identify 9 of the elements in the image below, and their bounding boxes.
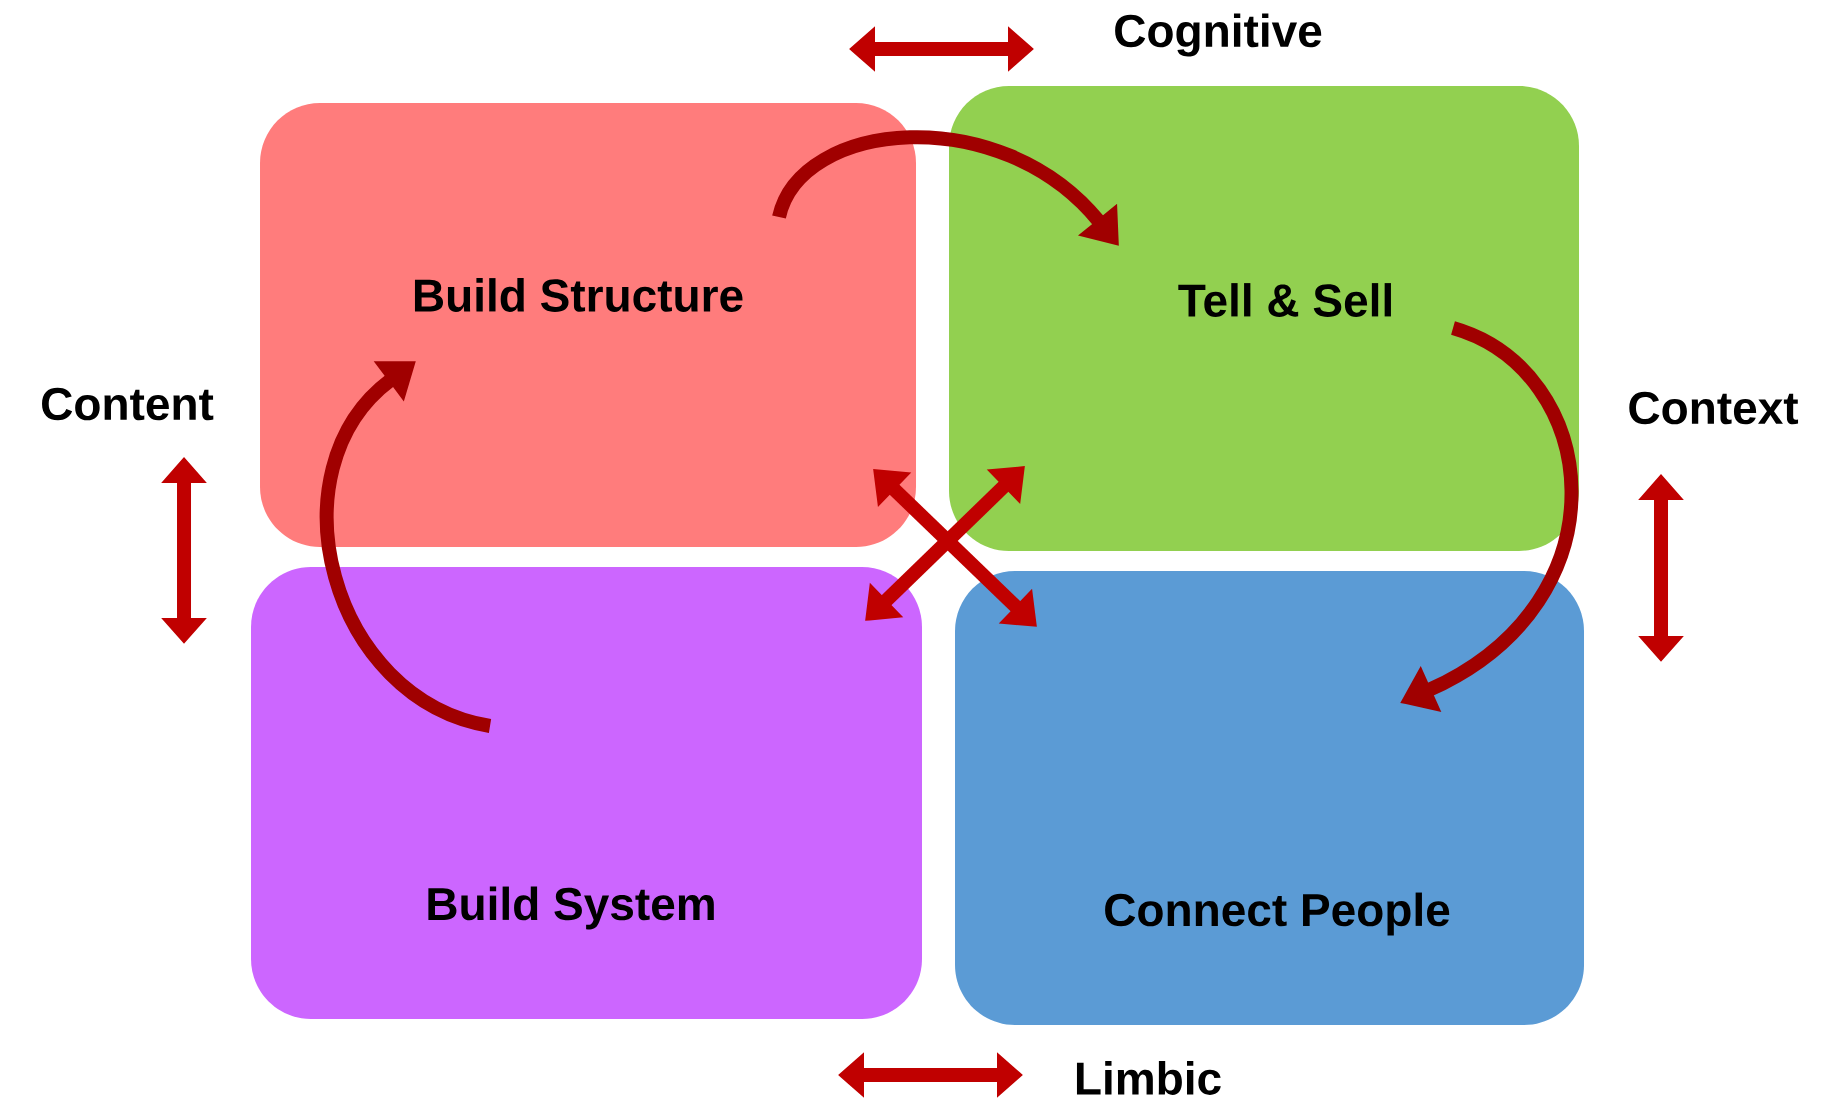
process-box: Connect People	[955, 571, 1584, 1025]
process-box: Build Structure	[260, 103, 916, 547]
arrow	[865, 466, 1025, 621]
arrow	[320, 361, 492, 733]
arrow	[873, 469, 1037, 627]
process-box: Tell & Sell	[949, 86, 1579, 551]
process-box: Build System	[251, 567, 922, 1019]
axis-label: Content	[42, 387, 214, 421]
axis-label: Context	[1629, 391, 1799, 425]
